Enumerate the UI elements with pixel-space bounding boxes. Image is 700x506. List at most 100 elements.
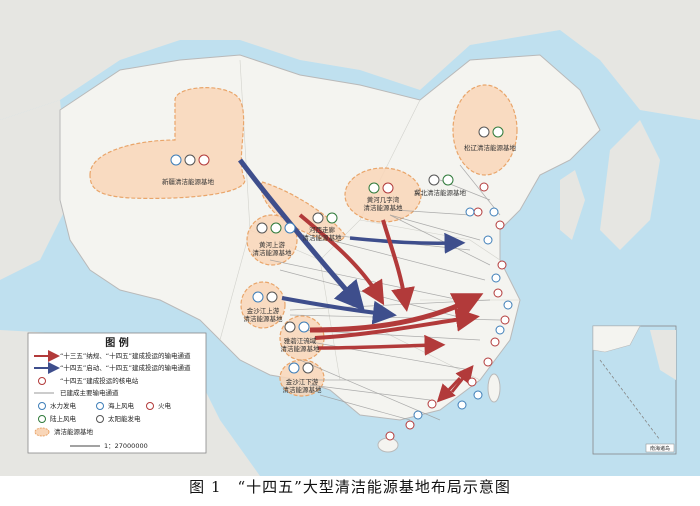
base-area-huanghe-jizi	[344, 167, 422, 223]
nuclear-station-icon	[493, 288, 503, 298]
nuclear-station-icon	[473, 207, 483, 217]
offshore-wind-icon	[489, 207, 499, 217]
red-arrow-yalong-east	[309, 293, 484, 333]
red-arrow-fujian-b	[450, 364, 474, 393]
base-label-jinsha-upper-2: 清洁能源基地	[244, 314, 284, 323]
legend-hydro-icon	[38, 402, 46, 410]
hydro-icon	[288, 362, 300, 374]
offshore-wind-icon	[413, 410, 423, 420]
legend-offshore-wind-icon	[96, 402, 104, 410]
legend-item-2: “十四五”建成投运的核电站	[60, 376, 139, 385]
solar-icon	[428, 174, 440, 186]
taiwan-island	[487, 373, 501, 403]
solar-icon	[478, 126, 490, 138]
nuclear-station-icon	[427, 399, 437, 409]
solar-icon	[312, 212, 324, 224]
base-label-jinsha-lower-2: 清洁能源基地	[283, 385, 323, 394]
offshore-wind-icon	[465, 207, 475, 217]
solar-icon	[302, 362, 314, 374]
hydro-icon	[252, 291, 264, 303]
blue-arrow-xinjiang	[238, 158, 365, 312]
legend-item-6: 火电	[158, 401, 172, 410]
blue-arrow-hexi	[349, 232, 466, 254]
onshore-wind-icon	[442, 174, 454, 186]
legend-base-swatch	[34, 427, 50, 437]
legend-item-8: 太阳能发电	[108, 414, 141, 423]
inset-label: 南海诸岛	[650, 445, 670, 452]
hydro-icon	[170, 154, 182, 166]
legend-thermal-icon	[146, 402, 154, 410]
base-label-xinjiang: 新疆清洁能源基地	[162, 177, 215, 186]
red-arrow-jizi	[381, 219, 415, 312]
offshore-wind-icon	[491, 273, 501, 283]
energy-base-map: 新疆清洁能源基地 松辽清洁能源基地 冀北清洁能源基地 黄河几字湾 清洁能源基地 …	[0, 0, 700, 476]
legend-item-1: “十四五”启动、“十四五”建成投运的输电通道	[60, 363, 191, 372]
legend-scale: 1：27000000	[104, 442, 148, 450]
offshore-wind-icon	[473, 390, 483, 400]
base-label-songliao: 松辽清洁能源基地	[464, 143, 517, 152]
legend-item-9: 清洁能源基地	[54, 427, 94, 436]
legend-title: 图 例	[105, 336, 128, 349]
nuclear-station-icon	[483, 357, 493, 367]
south-china-sea-inset: 南海诸岛	[592, 325, 677, 455]
legend-item-7: 陆上风电	[50, 414, 77, 423]
base-label-hexi-2: 清洁能源基地	[303, 233, 343, 242]
thermal-icon	[198, 154, 210, 166]
neighbor-land-west	[0, 100, 70, 280]
base-area-xinjiang	[89, 87, 246, 200]
base-label-jizi-2: 清洁能源基地	[364, 203, 404, 212]
legend-item-4: 水力发电	[50, 401, 77, 410]
legend-item-5: 海上风电	[108, 401, 135, 410]
blue-arrow-jinsha	[281, 296, 397, 325]
nuclear-station-icon	[500, 315, 510, 325]
legend-item-0: “十三五”纳规、“十四五”建成投运的输电通道	[60, 351, 191, 360]
hainan-island	[377, 437, 399, 453]
offshore-wind-icon	[495, 325, 505, 335]
offshore-wind-icon	[503, 300, 513, 310]
base-label-jizi-1: 黄河几字湾	[367, 195, 400, 204]
base-label-hexi-1: 河西走廊	[309, 225, 336, 234]
onshore-wind-icon	[368, 182, 380, 194]
base-label-yalong-2: 清洁能源基地	[281, 344, 321, 353]
thermal-icon	[382, 182, 394, 194]
legend-item-3: 已建成主要输电通道	[60, 388, 119, 397]
nuclear-station-icon	[497, 260, 507, 270]
hydro-icon	[284, 222, 296, 234]
solar-icon	[256, 222, 268, 234]
base-label-jibei: 冀北清洁能源基地	[414, 188, 467, 197]
base-label-jinsha-lower-1: 金沙江下游	[286, 377, 319, 386]
base-label-huanghe-upper-2: 清洁能源基地	[253, 248, 293, 257]
figure-caption: 图 1 “十四五”大型清洁能源基地布局示意图	[189, 478, 511, 496]
base-label-huanghe-upper-1: 黄河上游	[259, 240, 286, 249]
onshore-wind-icon	[492, 126, 504, 138]
red-arrow-yalong-mid	[314, 307, 480, 340]
legend: 图 例 “十三五”纳规、“十四五”建成投运的输电通道 “十四五”启动、“十四五”…	[27, 332, 207, 454]
onshore-wind-icon	[326, 212, 338, 224]
base-energy-icons	[170, 126, 504, 374]
red-arrow-yalong-south	[317, 334, 446, 356]
offshore-wind-sites	[413, 207, 513, 420]
legend-onshore-wind-icon	[38, 415, 46, 423]
red-transmission-arrows	[298, 213, 484, 403]
nuclear-station-icon	[490, 337, 500, 347]
base-label-jinsha-upper-1: 金沙江上游	[247, 306, 280, 315]
nuclear-station-icon	[405, 420, 415, 430]
nuclear-station-icon	[385, 431, 395, 441]
neighbor-land-north	[0, 0, 700, 120]
onshore-wind-icon	[270, 222, 282, 234]
nuclear-station-icon	[467, 377, 477, 387]
solar-icon	[266, 291, 278, 303]
offshore-wind-icon	[457, 400, 467, 410]
solar-icon	[184, 154, 196, 166]
legend-solar-icon	[96, 415, 104, 423]
blue-transmission-arrows	[238, 158, 466, 325]
offshore-wind-icon	[483, 235, 493, 245]
nuclear-station-icon	[479, 182, 489, 192]
legend-nuclear-icon	[38, 377, 46, 385]
nuclear-station-icon	[495, 220, 505, 230]
solar-icon	[284, 321, 296, 333]
base-label-yalong-1: 雅砻江流域	[284, 336, 317, 345]
hydro-icon	[298, 321, 310, 333]
red-arrow-hexi	[298, 213, 385, 306]
